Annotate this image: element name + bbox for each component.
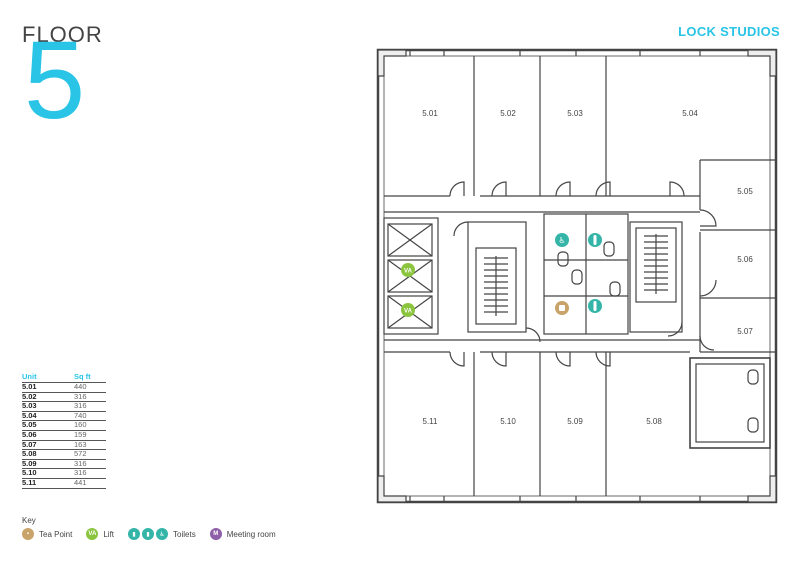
col-sqft-header: Sq ft (74, 372, 106, 383)
room-5-06: 5.06 (737, 255, 753, 264)
room-5-10: 5.10 (500, 417, 516, 426)
lift-icon: VA (86, 528, 99, 540)
svg-text:VA: VA (404, 269, 413, 275)
floor-number: 5 (24, 19, 86, 142)
room-5-03: 5.03 (567, 109, 583, 118)
meeting-room-icon: M (209, 528, 222, 540)
room-5-11: 5.11 (423, 417, 439, 426)
svg-text:VA: VA (404, 309, 413, 315)
legend-tea-point: ▪ Tea Point (22, 528, 72, 540)
toilet-male-icon: ▮ (142, 528, 155, 540)
svg-text:♿: ♿ (558, 236, 565, 245)
lift-icon (401, 263, 415, 277)
legend-lift: VA Lift (86, 528, 114, 540)
lift-icon (401, 303, 415, 317)
legend: ▪ Tea Point VA Lift ▮ ▮ ♿ Toilets M Meet… (22, 528, 290, 540)
toilet-female-icon: ▮ (128, 528, 141, 540)
accessible-toilet-icon: ♿ (156, 528, 169, 540)
legend-toilets: ▮ ▮ ♿ Toilets (128, 528, 196, 540)
accessible-toilet-icon (555, 233, 569, 247)
room-5-05: 5.05 (737, 187, 753, 196)
room-5-07: 5.07 (737, 327, 753, 336)
col-unit-header: Unit (22, 372, 74, 383)
floor-label: FLOOR (22, 22, 103, 47)
room-5-04: 5.04 (682, 109, 698, 118)
tea-point-icon: ▪ (22, 528, 34, 540)
outer-wall (376, 48, 778, 504)
room-5-09: 5.09 (567, 417, 583, 426)
room-5-01: 5.01 (422, 109, 438, 118)
room-5-02: 5.02 (500, 109, 516, 118)
key-title: Key (22, 516, 36, 525)
legend-meeting-room: M Meeting room (209, 528, 276, 540)
room-5-08: 5.08 (646, 417, 662, 426)
brand-title: LOCK STUDIOS (678, 24, 780, 39)
